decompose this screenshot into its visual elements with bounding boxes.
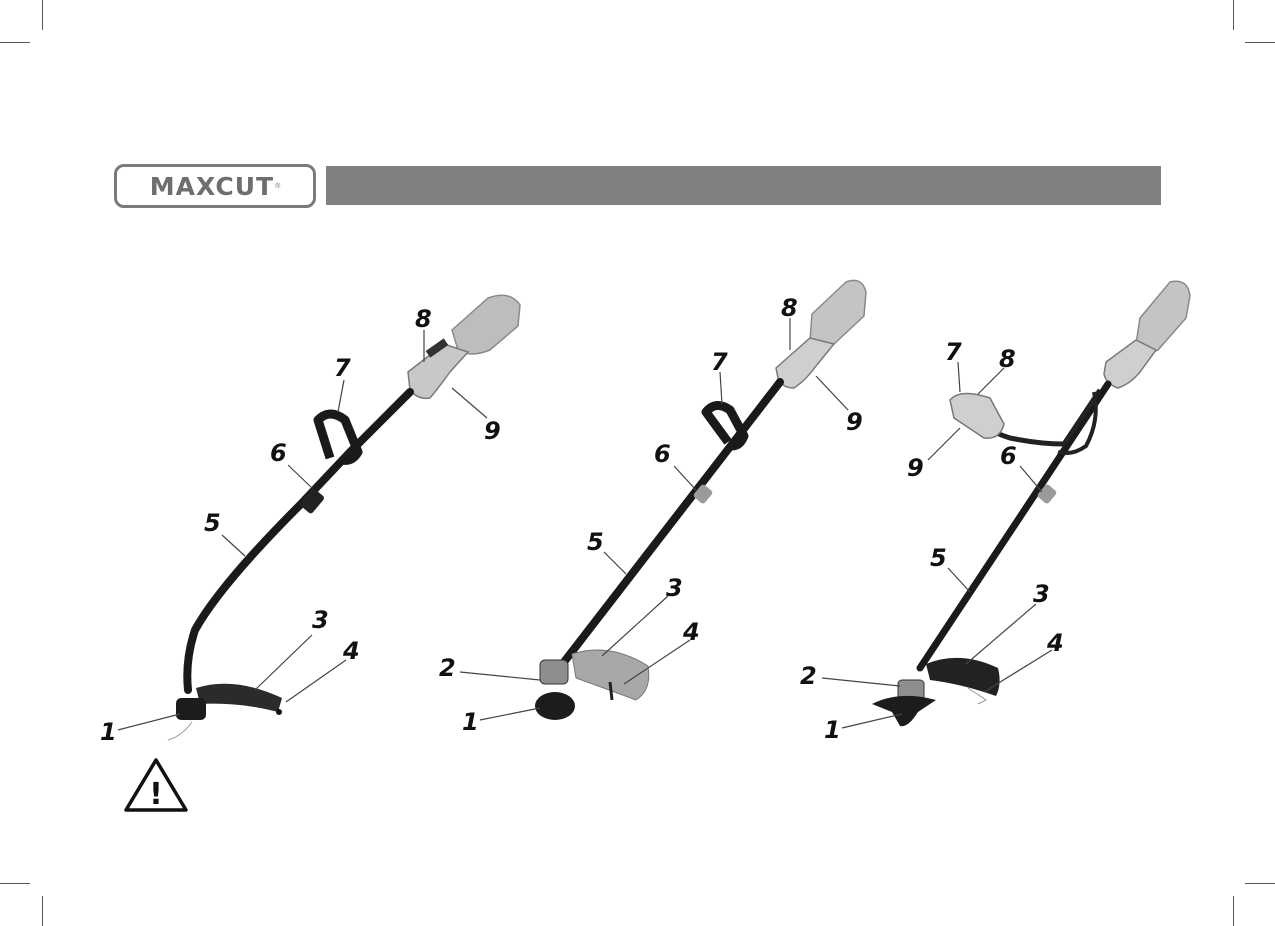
callout-5: 5 <box>930 544 947 572</box>
callout-6: 6 <box>1000 442 1017 470</box>
shaft <box>183 388 414 694</box>
callout-9: 9 <box>907 454 924 482</box>
handle-cable <box>1057 391 1098 456</box>
rear-handle <box>1103 339 1158 389</box>
figure-brush-cutter: 1 2 3 4 5 6 7 8 9 <box>800 280 1191 744</box>
shaft-coupling <box>300 488 324 514</box>
callout-3: 3 <box>1033 580 1050 608</box>
trimmer-line <box>167 721 193 741</box>
rear-handle <box>407 343 470 400</box>
callout-1: 1 <box>462 708 479 736</box>
shaft-coupling <box>1037 484 1057 504</box>
brand-logo-text: MAXCUT <box>149 171 275 201</box>
callout-leaders <box>459 318 849 721</box>
warning-symbol: ! <box>149 777 163 812</box>
callout-8: 8 <box>999 345 1016 373</box>
figure-straight-trimmer: 1 2 3 4 5 6 7 8 9 <box>439 279 867 736</box>
callout-leaders <box>117 330 488 731</box>
crop-mark <box>1245 883 1275 884</box>
callout-5: 5 <box>587 528 604 556</box>
callout-5: 5 <box>204 509 221 537</box>
callout-1: 1 <box>824 716 841 744</box>
header-bar <box>326 166 1161 205</box>
trimmer-head <box>535 692 575 720</box>
cutting-blade <box>872 695 936 727</box>
callout-4: 4 <box>682 618 700 646</box>
callout-8: 8 <box>415 305 432 333</box>
callout-2: 2 <box>439 654 456 682</box>
callout-3: 3 <box>312 606 329 634</box>
rear-handle <box>775 337 836 389</box>
handle-cable <box>986 388 1103 447</box>
safety-guard <box>196 683 282 712</box>
callout-leaders <box>821 361 1053 729</box>
registered-mark: ® <box>275 182 281 190</box>
motor-housing <box>809 279 867 347</box>
crop-mark <box>0 883 30 884</box>
safety-guard <box>926 657 1000 696</box>
crop-mark <box>0 42 30 43</box>
brand-logo: MAXCUT ® <box>114 164 316 208</box>
figure-curved-trimmer: 1 3 4 5 6 7 8 9 <box>100 294 521 746</box>
callout-9: 9 <box>484 417 501 445</box>
callout-4: 4 <box>342 637 360 665</box>
crop-mark <box>42 0 43 30</box>
front-handle <box>949 392 1005 439</box>
safety-guard <box>571 649 650 701</box>
crop-mark <box>1245 42 1275 43</box>
front-handle <box>313 409 363 465</box>
motor-housing <box>451 294 521 355</box>
trimmer-head <box>176 698 206 720</box>
guard-extension <box>967 687 987 705</box>
callout-7: 7 <box>711 348 728 376</box>
front-handle <box>701 401 749 451</box>
shaft-coupling <box>693 484 713 504</box>
shaft <box>916 380 1112 672</box>
crop-mark <box>1233 896 1234 926</box>
callout-9: 9 <box>846 408 863 436</box>
callout-2: 2 <box>800 662 817 690</box>
motor-housing <box>1135 280 1191 353</box>
warning-triangle-icon: ! <box>124 758 188 812</box>
power-switch <box>425 338 449 358</box>
line-cutter-blade <box>608 681 614 701</box>
callout-6: 6 <box>270 439 287 467</box>
callout-7: 7 <box>945 338 962 366</box>
callout-7: 7 <box>334 354 351 382</box>
callout-3: 3 <box>666 574 683 602</box>
crop-mark <box>42 896 43 926</box>
gear-head <box>539 659 569 685</box>
callout-8: 8 <box>781 294 798 322</box>
callout-6: 6 <box>654 440 671 468</box>
line-cutter-blade <box>276 709 282 715</box>
callout-1: 1 <box>100 718 117 746</box>
callout-4: 4 <box>1046 629 1064 657</box>
crop-mark <box>1233 0 1234 30</box>
shaft <box>560 378 784 666</box>
